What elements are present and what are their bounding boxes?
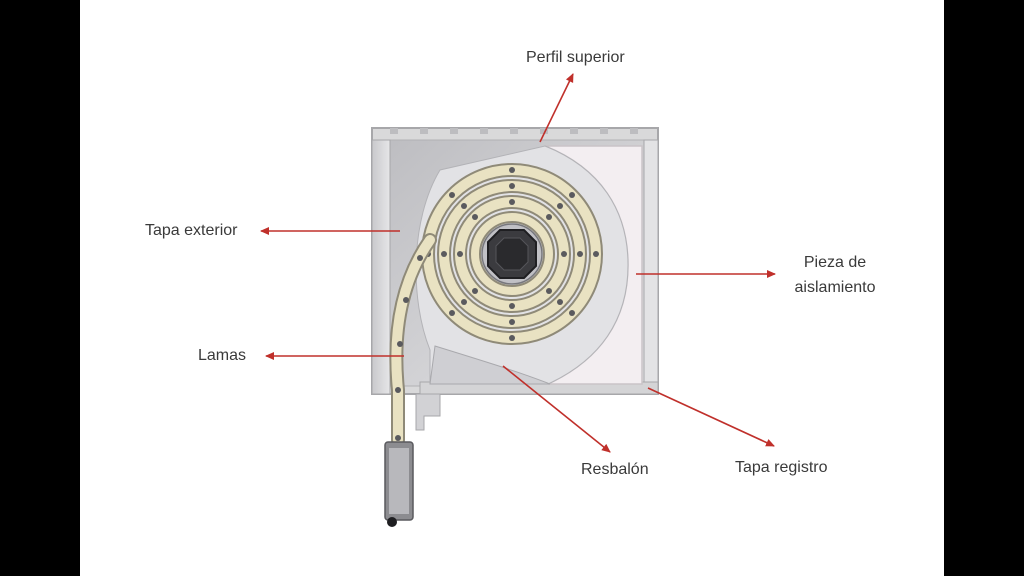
roller-shutter-box-diagram bbox=[260, 73, 776, 527]
label-pieza-line2: aislamiento bbox=[794, 279, 876, 296]
label-pieza-line1: Pieza de bbox=[803, 254, 867, 271]
label-tapa-exterior: Tapa exterior bbox=[145, 222, 238, 239]
bottom-rail bbox=[384, 441, 414, 527]
diagram-canvas: Perfil superior Tapa exterior Pieza de a… bbox=[80, 0, 944, 576]
descending-slats bbox=[389, 233, 437, 447]
box-lip bbox=[415, 393, 441, 431]
annotation-arrows bbox=[260, 73, 776, 453]
label-pieza-aislamiento: Pieza de aislamiento bbox=[780, 250, 890, 300]
arrow-resbalon bbox=[502, 365, 611, 453]
label-tapa-registro: Tapa registro bbox=[735, 459, 828, 476]
arrow-perfil-superior bbox=[539, 73, 574, 143]
arrow-tapa-registro bbox=[647, 387, 775, 447]
label-perfil-superior: Perfil superior bbox=[526, 49, 625, 66]
octagonal-axle bbox=[481, 223, 543, 285]
label-lamas: Lamas bbox=[198, 347, 247, 364]
label-resbalon: Resbalón bbox=[581, 461, 649, 478]
